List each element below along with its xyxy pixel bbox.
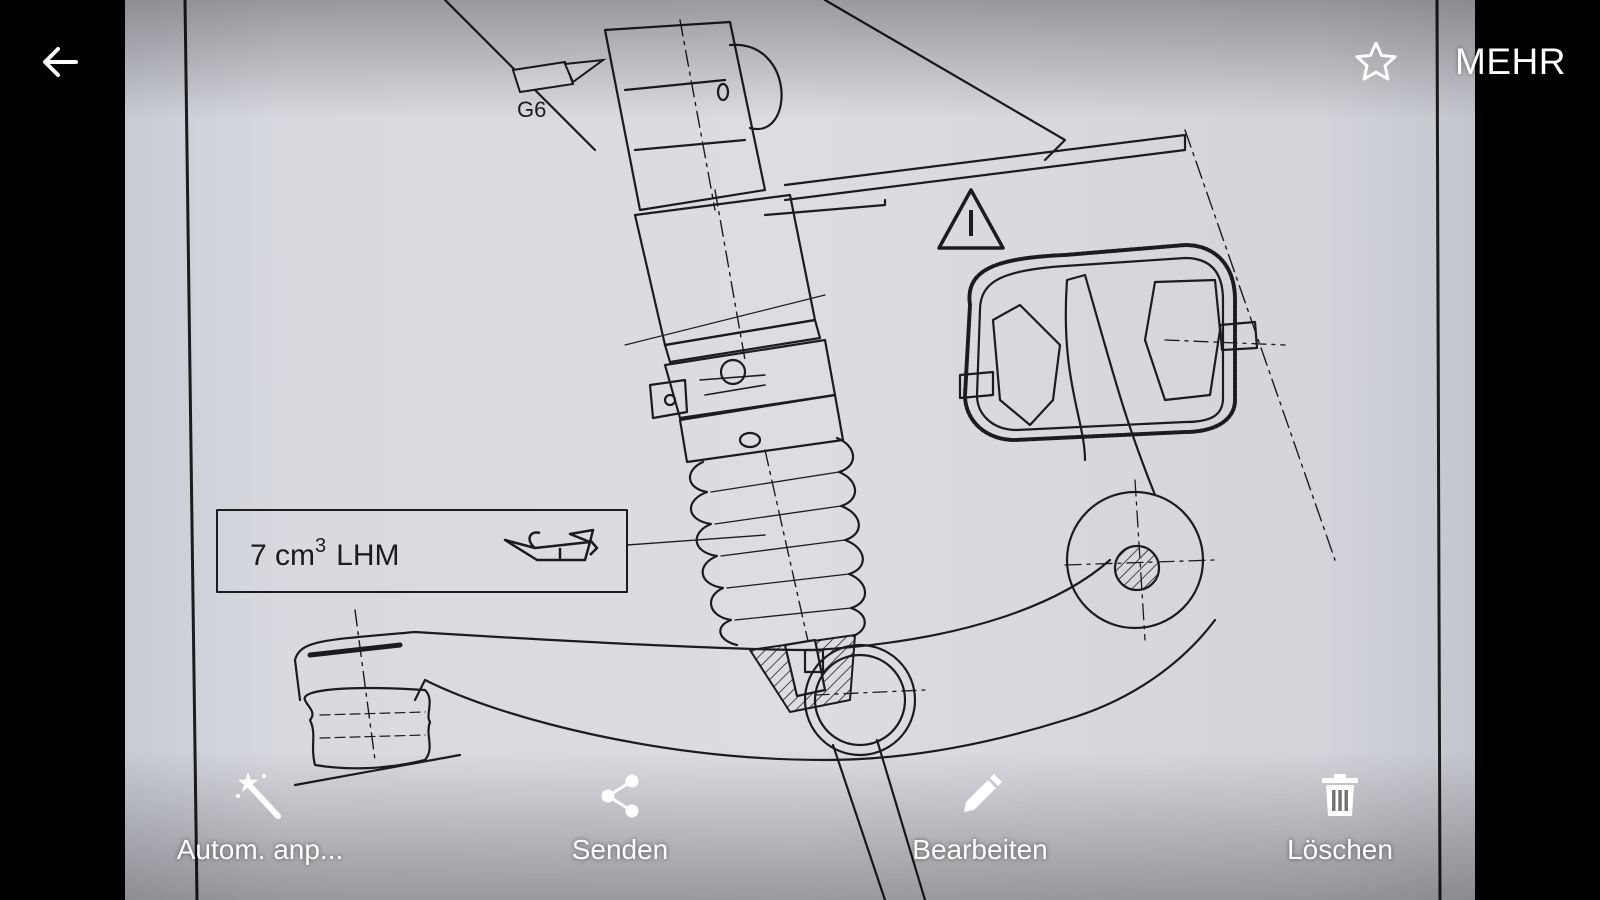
callout-value: 7 cm xyxy=(250,539,315,572)
favorite-button[interactable] xyxy=(1348,34,1404,90)
trash-icon xyxy=(1314,770,1366,822)
share-icon xyxy=(594,770,646,822)
auto-adjust-label: Autom. anp... xyxy=(176,834,344,865)
warning-triangle-icon xyxy=(937,188,1005,250)
share-label: Senden xyxy=(571,834,669,865)
more-menu-button[interactable]: MEHR xyxy=(1455,41,1566,82)
photo-view[interactable]: G6 7 cm3 LHM xyxy=(125,0,1475,900)
auto-adjust-button[interactable]: Autom. anp... xyxy=(150,770,370,890)
arrow-left-icon xyxy=(43,47,78,77)
back-button[interactable] xyxy=(30,32,90,92)
part-label-g6: G6 xyxy=(517,97,546,122)
edit-button[interactable]: Bearbeiten xyxy=(870,770,1090,890)
bottom-action-bar xyxy=(0,750,1600,900)
share-button[interactable]: Senden xyxy=(510,770,730,890)
delete-label: Löschen xyxy=(1287,834,1393,865)
oil-can-icon xyxy=(503,528,599,562)
pencil-icon xyxy=(954,770,1006,822)
callout-suffix: LHM xyxy=(336,539,399,572)
technical-drawing: G6 7 cm3 LHM xyxy=(183,0,1442,900)
callout-superscript: 3 xyxy=(315,535,326,557)
grease-gun-icon xyxy=(511,58,607,94)
callout-text: 7 cm3 LHM xyxy=(250,535,399,572)
delete-button[interactable]: Löschen xyxy=(1230,770,1450,890)
top-app-bar: MEHR xyxy=(0,0,1600,120)
edit-label: Bearbeiten xyxy=(912,834,1048,865)
magic-wand-icon xyxy=(234,770,286,822)
star-outline-icon xyxy=(1355,41,1397,81)
